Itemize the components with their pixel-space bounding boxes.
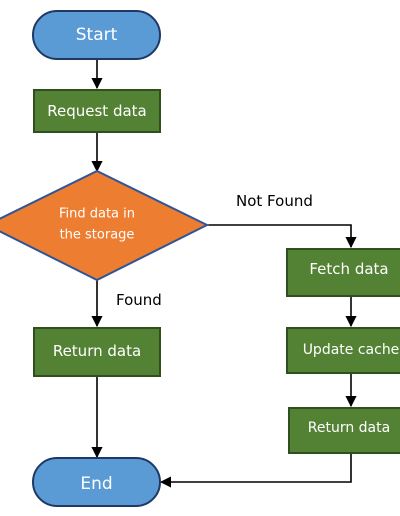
connectors bbox=[91, 60, 357, 488]
update-cache-shape bbox=[286, 327, 400, 374]
end-shape bbox=[32, 457, 161, 507]
return-data-left-label: Return data bbox=[53, 342, 141, 360]
end-node: End bbox=[32, 457, 161, 507]
fetch-data-node: Fetch data bbox=[286, 248, 400, 297]
return-data-right-label: Return data bbox=[308, 420, 390, 436]
fetch-data-label: Fetch data bbox=[309, 260, 388, 278]
edge-decision-to-fetch bbox=[207, 224, 357, 249]
update-cache-node: Update cache bbox=[286, 327, 400, 374]
return-data-left-node: Return data bbox=[33, 327, 161, 377]
decision-shape bbox=[0, 169, 210, 282]
end-label: End bbox=[80, 474, 112, 494]
start-node: Start bbox=[32, 10, 161, 60]
edge-label-found: Found bbox=[116, 291, 162, 309]
start-label: Start bbox=[76, 25, 118, 45]
fetch-data-shape bbox=[286, 248, 400, 297]
decision-node: Find data in the storage bbox=[0, 169, 210, 282]
decision-label-line-2: the storage bbox=[60, 228, 135, 243]
return-data-right-node: Return data bbox=[288, 407, 400, 454]
edge-label-not-found: Not Found bbox=[236, 192, 313, 210]
start-shape bbox=[32, 10, 161, 60]
return-data-right-shape bbox=[288, 407, 400, 454]
update-cache-label: Update cache bbox=[303, 342, 400, 358]
request-data-label: Request data bbox=[47, 102, 147, 120]
edge-return-right-to-end bbox=[159, 453, 352, 488]
request-data-node: Request data bbox=[33, 89, 161, 133]
request-data-shape bbox=[33, 89, 161, 133]
return-data-left-shape bbox=[33, 327, 161, 377]
decision-label-line-1: Find data in bbox=[59, 207, 135, 222]
